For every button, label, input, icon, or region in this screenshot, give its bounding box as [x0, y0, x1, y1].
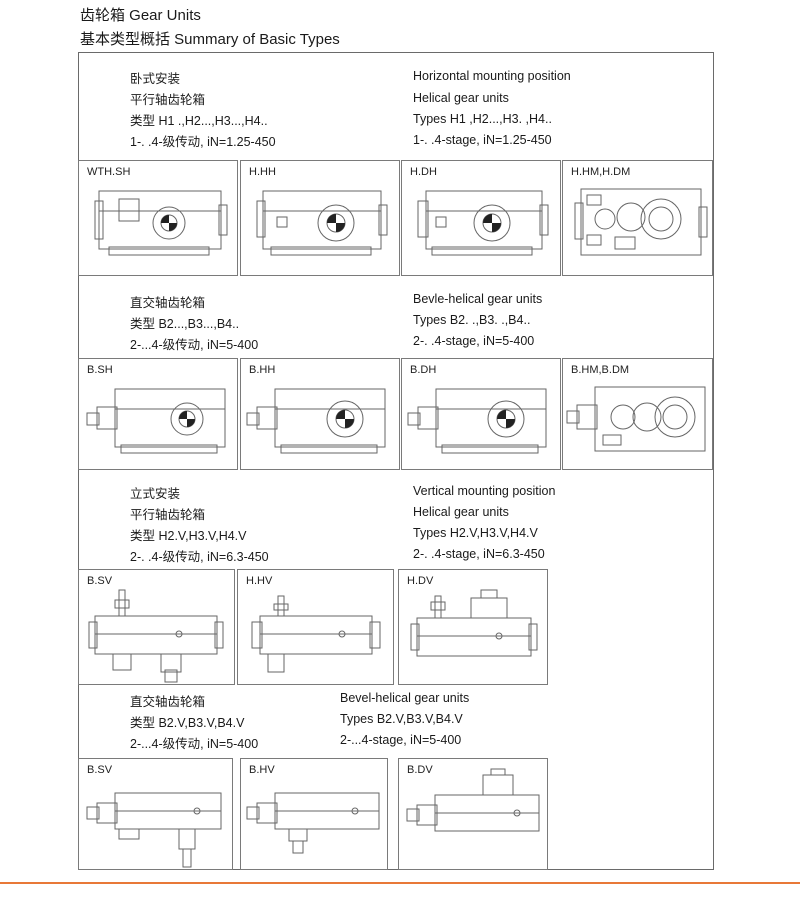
section-4-en-line-1: Bevel-helical gear units [340, 691, 470, 705]
unit-label: B.SV [87, 575, 113, 587]
section-1-cn-line-3: 类型 H1 .,H2...,H3...,H4.. [130, 114, 268, 128]
section-3-cn-line-3: 类型 H2.V,H3.V,H4.V [130, 529, 247, 543]
section-4-cn-line-2: 类型 B2.V,B3.V,B4.V [130, 716, 245, 730]
horizontal-gear-unit-icon [256, 190, 388, 256]
section-3-en-line-3: Types H2.V,H3.V,H4.V [413, 526, 538, 540]
unit-card: B.DV [398, 758, 548, 870]
horizontal-gear-unit-section-icon [574, 188, 708, 256]
unit-label: B.DH [410, 364, 437, 376]
frame-bottom [78, 869, 714, 870]
section-2-en-line-2: Types B2. .,B3. .,B4.. [413, 313, 531, 327]
unit-card: B.SH [78, 358, 238, 470]
vertical-gear-unit-icon [410, 589, 538, 657]
horizontal-gear-unit-icon [417, 190, 549, 256]
section-3-cn-line-4: 2-. .4-级传动, iN=6.3-450 [130, 550, 269, 564]
frame-right [713, 52, 714, 870]
unit-card: H.DV [398, 569, 548, 685]
bevel-gear-unit-section-icon [566, 386, 706, 452]
unit-label: H.HM,H.DM [571, 166, 631, 178]
unit-label: H.DV [407, 575, 434, 587]
section-2-cn-line-3: 2-...4-级传动, iN=5-400 [130, 338, 259, 352]
bevel-gear-unit-icon [407, 388, 547, 454]
unit-label: H.HH [249, 166, 276, 178]
section-4-en-line-3: 2-...4-stage, iN=5-400 [340, 733, 462, 747]
frame-top [78, 52, 714, 53]
footer-rule [0, 882, 800, 884]
unit-label: WTH.SH [87, 166, 131, 178]
unit-card: B.SV [78, 569, 235, 685]
unit-card: B.HV [240, 758, 388, 870]
unit-card: B.HM,B.DM [562, 358, 713, 470]
header-title: 齿轮箱 Gear Units [80, 7, 201, 24]
unit-label: B.SV [87, 764, 113, 776]
section-1-cn-line-4: 1-. .4-级传动, iN=1.25-450 [130, 135, 276, 149]
unit-card: B.SV [78, 758, 233, 870]
unit-label: B.HH [249, 364, 276, 376]
unit-card: H.DH [401, 160, 561, 276]
section-1-cn-line-2: 平行轴齿轮箱 [130, 93, 206, 107]
unit-label: B.HV [249, 764, 275, 776]
section-2-cn-line-2: 类型 B2...,B3...,B4.. [130, 317, 240, 331]
vertical-gear-unit-icon [251, 595, 381, 673]
section-3-en-line-4: 2-. .4-stage, iN=6.3-450 [413, 547, 545, 561]
unit-label: B.SH [87, 364, 113, 376]
section-1-en-line-4: 1-. .4-stage, iN=1.25-450 [413, 133, 552, 147]
section-1-en-line-2: Helical gear units [413, 91, 509, 105]
unit-card: H.HM,H.DM [562, 160, 713, 276]
unit-label: H.DH [410, 166, 437, 178]
section-4-cn-line-1: 直交轴齿轮箱 [130, 695, 206, 709]
section-3-en-line-1: Vertical mounting position [413, 484, 556, 498]
section-2-cn-line-1: 直交轴齿轮箱 [130, 296, 206, 310]
unit-label: B.HM,B.DM [571, 364, 630, 376]
bevel-gear-unit-icon [86, 388, 226, 454]
unit-label: H.HV [246, 575, 273, 587]
section-2-en-line-3: 2-. .4-stage, iN=5-400 [413, 334, 535, 348]
vertical-bevel-gear-unit-icon [246, 792, 380, 854]
section-4-en-line-2: Types B2.V,B3.V,B4.V [340, 712, 463, 726]
bevel-gear-unit-icon [246, 388, 386, 454]
unit-card: WTH.SH [78, 160, 238, 276]
unit-card: B.DH [401, 358, 561, 470]
unit-card: H.HV [237, 569, 394, 685]
section-1-en-line-3: Types H1 ,H2...,H3. ,H4.. [413, 112, 552, 126]
section-1-cn-line-1: 卧式安装 [130, 72, 181, 86]
horizontal-gear-unit-icon [94, 190, 228, 256]
section-4-cn-line-3: 2-...4-级传动, iN=5-400 [130, 737, 259, 751]
header-subtitle: 基本类型概括 Summary of Basic Types [80, 31, 340, 48]
section-3-cn-line-1: 立式安装 [130, 487, 181, 501]
vertical-bevel-gear-unit-icon [86, 792, 222, 868]
section-3-cn-line-2: 平行轴齿轮箱 [130, 508, 206, 522]
unit-card: B.HH [240, 358, 400, 470]
section-2-en-line-1: Bevle-helical gear units [413, 292, 543, 306]
vertical-gear-unit-icon [88, 589, 224, 683]
unit-label: B.DV [407, 764, 433, 776]
section-1-en-line-1: Horizontal mounting position [413, 69, 571, 83]
vertical-bevel-gear-unit-icon [406, 768, 540, 832]
section-3-en-line-2: Helical gear units [413, 505, 509, 519]
unit-card: H.HH [240, 160, 400, 276]
